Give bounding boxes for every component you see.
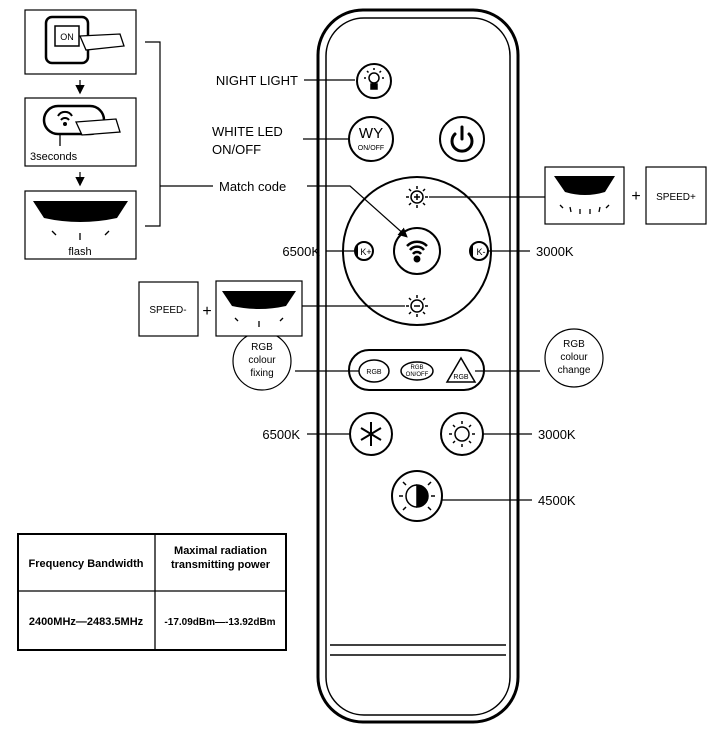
remote-body	[316, 8, 520, 724]
rgb-fixing-callout: RGB colour fixing	[232, 331, 292, 391]
on-label: ON	[60, 32, 74, 42]
k4500-label: 4500K	[538, 493, 576, 508]
wall-switch-icon	[44, 15, 125, 65]
table-cell-frequency: 2400MHz—2483.5MHz	[29, 616, 144, 628]
rgb-change-key-label: RGB	[453, 374, 469, 381]
rgb-change-button[interactable]: RGB	[445, 356, 477, 383]
white-led-onoff-label: ON/OFF	[212, 142, 261, 157]
table-header-frequency: Frequency Bandwidth	[29, 558, 144, 570]
k3000-dial-label: 3000K	[536, 244, 574, 259]
rgb-fixing-key-label: RGB	[366, 369, 382, 376]
rgb-fixing-button[interactable]: RGB	[358, 359, 390, 383]
rgb-change-l2: colour	[560, 352, 588, 363]
sun-minus-icon	[406, 295, 428, 317]
night-light-label: NIGHT LIGHT	[216, 73, 298, 88]
rgb-fixing-l2: colour	[248, 355, 276, 366]
match-code-label: Match code	[219, 179, 286, 194]
k6500-dial-label: 6500K	[282, 244, 320, 259]
remote-press-icon	[42, 104, 121, 146]
hold-label: 3seconds	[30, 151, 78, 163]
wy-onoff-label: ON/OFF	[358, 145, 384, 152]
cold-white-button[interactable]	[349, 412, 393, 456]
plus-sign-left: +	[202, 303, 211, 320]
wy-label: WY	[359, 125, 383, 142]
speed-minus-label: SPEED-	[149, 305, 186, 316]
pointer-lines	[295, 79, 545, 501]
power-button[interactable]	[439, 116, 485, 162]
rgb-fixing-l3: fixing	[250, 368, 273, 379]
k-plus-button[interactable]: K+	[354, 241, 374, 261]
table-cell-power: -17.09dBm—-13.92dBm	[164, 617, 275, 628]
white-led-button[interactable]: WY ON/OFF	[348, 116, 394, 162]
wifi-icon	[406, 240, 428, 263]
white-led-label: WHITE LED	[212, 124, 283, 139]
ceiling-lamp-icon	[554, 176, 615, 214]
rgb-onoff-button[interactable]: RGB ON/OFF	[400, 361, 434, 381]
neutral-white-button[interactable]	[391, 470, 443, 522]
brightness-up-button[interactable]	[406, 186, 428, 208]
table-header-power: Maximal radiation transmitting power	[170, 545, 270, 571]
k3000-label: 3000K	[538, 427, 576, 442]
spec-table: Frequency Bandwidth Maximal radiation tr…	[17, 533, 287, 651]
rgb-change-l3: change	[558, 365, 591, 376]
ceiling-lamp-dim-icon	[222, 291, 296, 327]
flash-label: flash	[68, 246, 91, 258]
power-icon	[450, 125, 474, 153]
speed-plus-label: SPEED+	[656, 192, 696, 203]
speed-minus-group: SPEED- +	[138, 280, 303, 337]
pairing-steps: ON 3seconds flash	[24, 9, 213, 260]
brightness-down-button[interactable]	[406, 295, 428, 317]
speed-plus-group: + SPEED+	[544, 166, 707, 225]
k-minus-button[interactable]: K-	[469, 241, 489, 261]
k-plus-label: K+	[360, 247, 371, 257]
rgb-change-callout: RGB colour change	[544, 328, 604, 388]
plus-sign-right: +	[631, 188, 640, 205]
sun-icon	[449, 421, 475, 447]
match-code-button[interactable]	[406, 240, 428, 263]
k-minus-label: K-	[477, 247, 486, 257]
table-header-power-wrap: Maximal radiation transmitting power	[170, 545, 270, 571]
rgb-fixing-l1: RGB	[251, 342, 273, 353]
sun-plus-icon	[406, 186, 428, 208]
night-light-button[interactable]	[356, 63, 392, 99]
rgb-onoff-key-label2: ON/OFF	[406, 372, 429, 378]
snowflake-icon	[360, 422, 382, 446]
rgb-change-l1: RGB	[563, 339, 585, 350]
rgb-onoff-key-label1: RGB	[410, 365, 423, 371]
k6500-label: 6500K	[262, 427, 300, 442]
warm-white-button[interactable]	[440, 412, 484, 456]
ceiling-lamp-flash-icon	[33, 201, 128, 240]
bulb-icon	[364, 68, 384, 90]
half-sun-icon	[399, 481, 435, 511]
